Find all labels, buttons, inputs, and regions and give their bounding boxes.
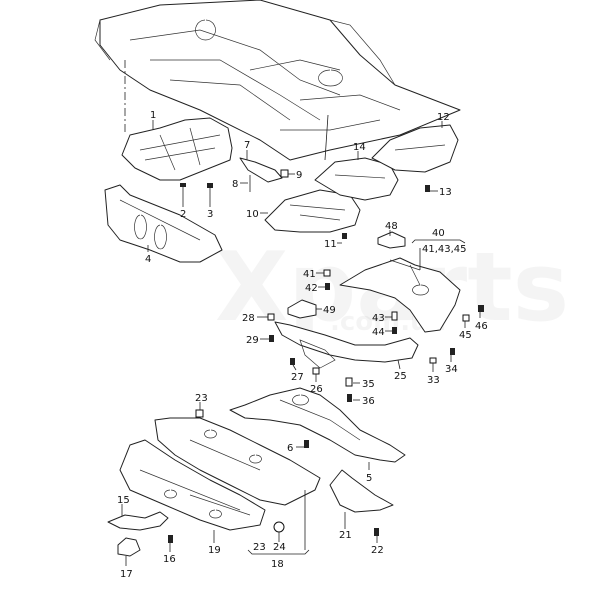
- bolt-3: [207, 183, 213, 198]
- callout-26: 26: [310, 384, 323, 395]
- clip-41: [323, 269, 331, 277]
- callout-9: 9: [296, 170, 302, 181]
- part-10-middle-shield: [264, 189, 361, 233]
- clip-33: [429, 357, 437, 364]
- part-4-front-shield: [104, 184, 223, 263]
- callout-45: 45: [459, 330, 472, 341]
- callout-8: 8: [232, 179, 238, 190]
- bolt-46: [478, 305, 484, 312]
- clip-26: [312, 367, 320, 375]
- part-48-plate: [377, 231, 406, 249]
- callout-23-lower: 23: [253, 542, 266, 553]
- callout-1: 1: [150, 110, 156, 121]
- part-9-clip: [280, 169, 289, 178]
- bolt-11: [342, 233, 347, 239]
- bolt-6: [304, 440, 309, 448]
- callout-41: 41: [303, 269, 316, 280]
- bolt-36: [347, 394, 352, 402]
- callout-23-upper: 23: [195, 393, 208, 404]
- bolt-2: [180, 183, 186, 198]
- clip-24: [273, 521, 285, 533]
- bolt-44: [392, 327, 397, 334]
- clip-28: [267, 313, 275, 321]
- part-21-side-shield: [329, 469, 394, 513]
- part-19-floor-panel: [119, 439, 266, 531]
- callout-35: 35: [362, 379, 375, 390]
- bolt-13: [425, 185, 430, 192]
- callout-13: 13: [439, 187, 452, 198]
- part-14-heat-shield: [314, 157, 399, 201]
- callout-46: 46: [475, 321, 488, 332]
- part-40-heat-shield: [339, 257, 461, 333]
- callout-29: 29: [246, 335, 259, 346]
- callout-19: 19: [208, 545, 221, 556]
- part-17-pad: [117, 537, 141, 557]
- callout-7: 7: [244, 140, 250, 151]
- callout-36: 36: [362, 396, 375, 407]
- callout-18: 18: [271, 559, 284, 570]
- clip-23-upper: [195, 409, 204, 418]
- callout-28: 28: [242, 313, 255, 324]
- callout-33: 33: [427, 375, 440, 386]
- callout-15: 15: [117, 495, 130, 506]
- bolt-42: [325, 283, 330, 290]
- callout-10: 10: [246, 209, 259, 220]
- part-18-floor-panel: [154, 417, 321, 506]
- part-12-rear-shield: [371, 124, 459, 173]
- bolt-16: [168, 535, 173, 543]
- nut-43: [391, 311, 398, 321]
- callout-12: 12: [437, 112, 450, 123]
- callout-44: 44: [372, 327, 385, 338]
- callout-43: 43: [372, 313, 385, 324]
- callout-14: 14: [353, 142, 366, 153]
- part-7-bracket: [239, 157, 283, 183]
- callout-labels: 1 2 3 4 7 8 9 10 11 12 13 14 48 40 41,43…: [117, 110, 488, 580]
- bolt-27: [290, 358, 295, 365]
- callout-34: 34: [445, 364, 458, 375]
- callout-25: 25: [394, 371, 407, 382]
- callout-40: 40: [432, 228, 445, 239]
- callout-48: 48: [385, 221, 398, 232]
- clip-45: [462, 314, 470, 322]
- nut-35: [345, 377, 353, 387]
- leader-lines: [121, 120, 481, 566]
- callout-16: 16: [163, 554, 176, 565]
- callout-22: 22: [371, 545, 384, 556]
- bolt-22: [374, 528, 379, 536]
- callout-6: 6: [287, 443, 293, 454]
- callout-21: 21: [339, 530, 352, 541]
- callout-17: 17: [120, 569, 133, 580]
- callout-24: 24: [273, 542, 286, 553]
- part-15-bracket: [107, 511, 169, 531]
- bolt-34: [450, 348, 455, 355]
- callout-3: 3: [207, 209, 213, 220]
- callout-11: 11: [324, 239, 337, 250]
- callout-27: 27: [291, 372, 304, 383]
- callout-49: 49: [323, 305, 336, 316]
- bolt-29: [269, 335, 274, 342]
- part-1-engine-cover: [121, 117, 233, 181]
- callout-42: 42: [305, 283, 318, 294]
- callout-2: 2: [180, 209, 186, 220]
- vehicle-underbody: [94, 0, 461, 161]
- callout-5: 5: [366, 473, 372, 484]
- callout-4: 4: [145, 254, 151, 265]
- leader-line: [324, 114, 329, 161]
- part-49-plate: [287, 299, 317, 319]
- part-5-rear-crossmember-shield: [229, 387, 406, 463]
- callout-41-43-45: 41,43,45: [422, 244, 467, 255]
- part-25-tunnel-bracket: [274, 321, 419, 369]
